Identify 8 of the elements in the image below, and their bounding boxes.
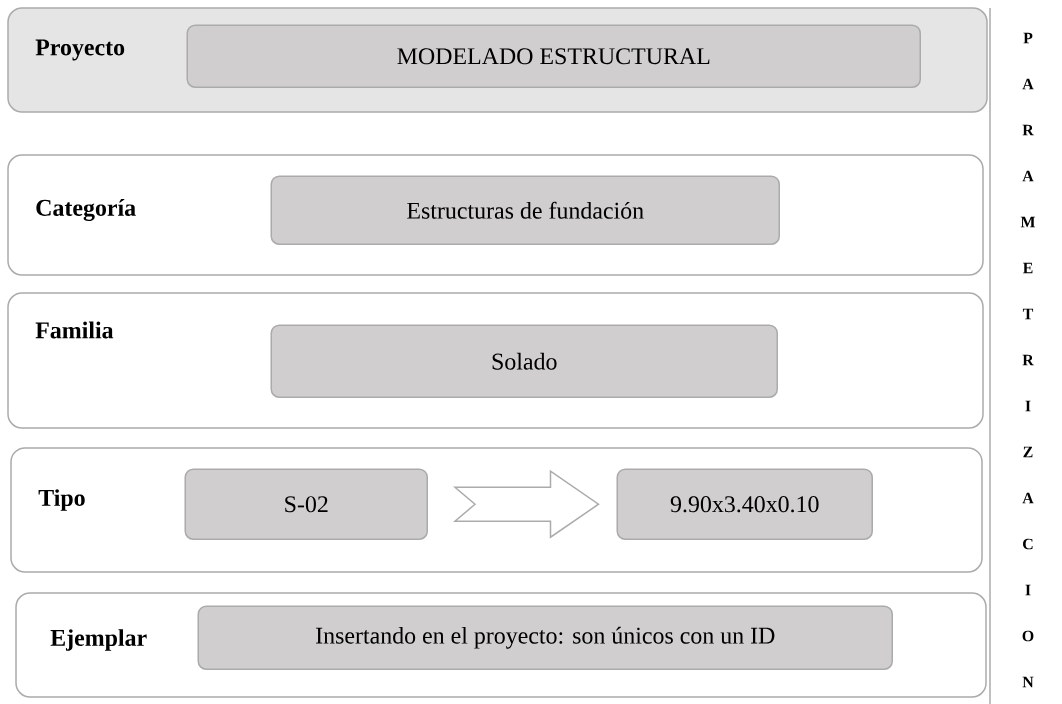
block-arrow	[452, 469, 600, 539]
value-box: Insertando en el proyecto: son únicos con un ID	[197, 605, 893, 670]
value-box: 9.90x3.40x0.10	[616, 468, 873, 540]
vertical-strip: PARAMETRIZACION	[989, 7, 1036, 704]
value-box: Solado	[270, 324, 778, 398]
value-box: Estructuras de fundación	[270, 175, 780, 245]
value-box: MODELADO ESTRUCTURAL	[186, 24, 921, 88]
value-box: S-02	[184, 468, 428, 540]
